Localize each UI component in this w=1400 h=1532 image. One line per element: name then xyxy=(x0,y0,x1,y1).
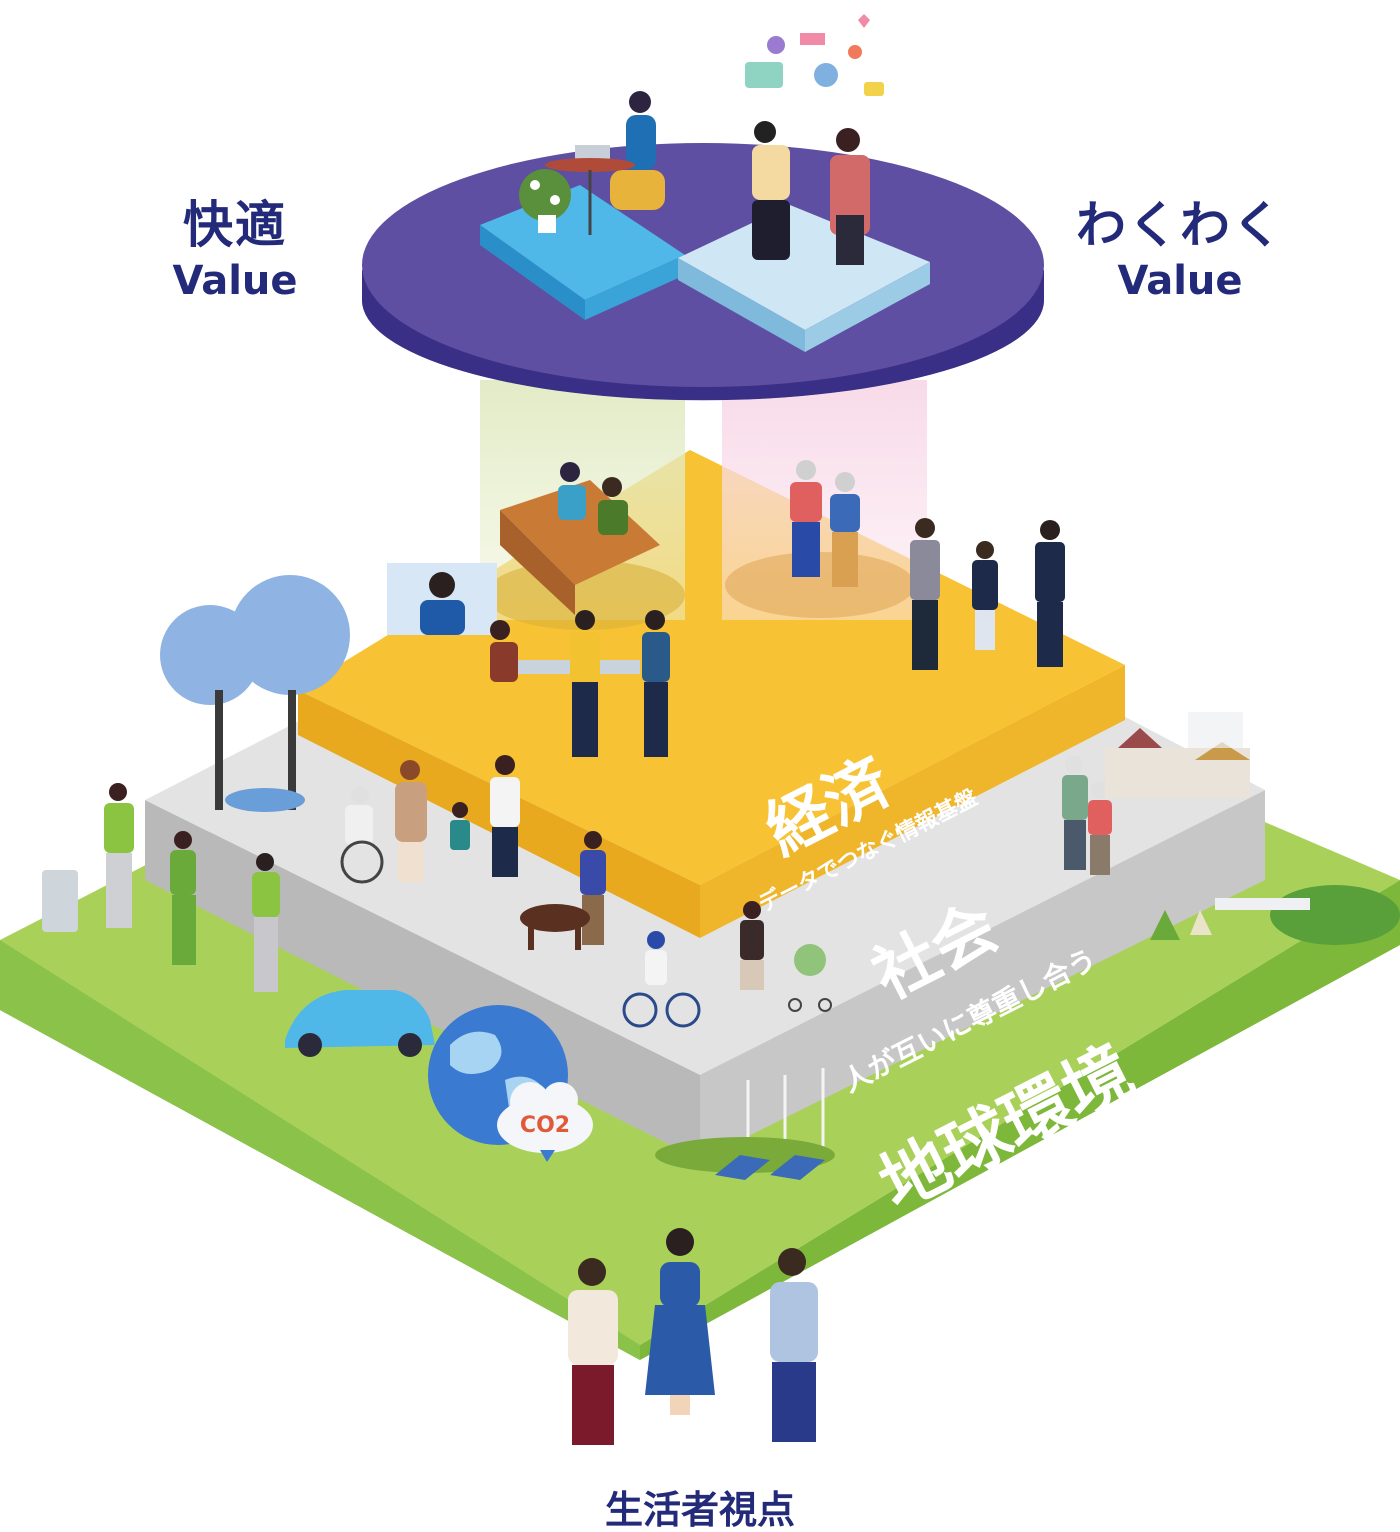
spotlight-right xyxy=(725,552,915,618)
cyclist-figure xyxy=(622,931,701,1028)
excitement-subtitle: Value xyxy=(1117,258,1243,304)
plant-figure xyxy=(519,169,571,233)
business-people-figure xyxy=(910,518,1065,670)
video-call-figure xyxy=(387,563,497,635)
comfort-subtitle: Value xyxy=(172,258,298,304)
co2-label: CO2 xyxy=(520,1113,570,1138)
recycling-figure xyxy=(42,783,280,992)
tree-figure xyxy=(160,575,350,812)
observers-figure xyxy=(568,1228,818,1445)
excitement-value-label: わくわく Value xyxy=(1060,195,1300,307)
stroller-figure xyxy=(740,901,832,1012)
comfort-value-label: 快適 Value xyxy=(150,195,320,307)
consumer-perspective-label: 生活者視点 xyxy=(604,1488,795,1532)
elderly-couple-figure xyxy=(1062,756,1112,875)
forest-train-icon xyxy=(1150,885,1400,945)
co2-cloud-icon: CO2 xyxy=(497,1082,593,1162)
desk-figure xyxy=(500,462,660,615)
solar-panels-icon xyxy=(715,1155,825,1180)
family-figure xyxy=(340,755,520,884)
electric-car-icon xyxy=(285,990,435,1057)
person-working-figure xyxy=(545,91,665,235)
excitement-title: わくわく xyxy=(1076,196,1284,254)
social-icons xyxy=(745,14,884,96)
excitement-tile xyxy=(678,205,930,352)
meeting-figure xyxy=(490,610,670,757)
jogging-couple-figure xyxy=(790,460,860,587)
dancing-people-figure xyxy=(752,121,870,265)
dog-walker-figure xyxy=(520,831,606,950)
comfort-title: 快適 xyxy=(183,196,287,254)
houses-figure xyxy=(1105,712,1250,798)
